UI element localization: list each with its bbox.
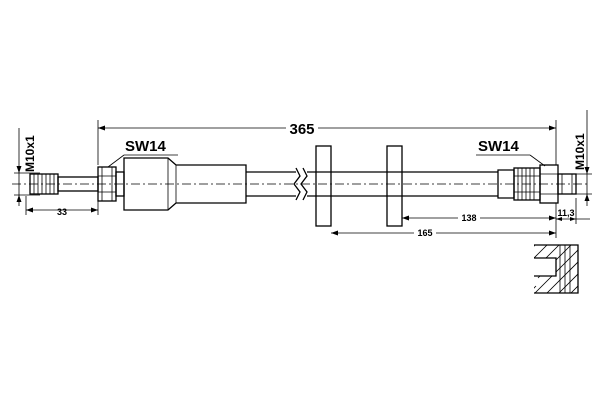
thread-dimension-left: M10x1 <box>14 128 40 206</box>
thread-label-left: M10x1 <box>23 135 37 172</box>
thread-dimension-right: M10x1 <box>562 110 592 206</box>
wrench-size-left: SW14 <box>107 138 178 168</box>
right-end-dimension-label: 11,3 <box>557 208 574 218</box>
overall-length-label: 365 <box>289 121 314 138</box>
bracket-to-end-dimension: 138 <box>402 203 557 238</box>
overall-length-dimension: 365 <box>97 119 557 165</box>
bracket-mount-1 <box>315 145 332 227</box>
wrench-size-right: SW14 <box>476 138 546 167</box>
left-fitting-dimension: 33 <box>25 196 99 217</box>
right-end-dimension: 11,3 <box>556 198 590 224</box>
bracket-span-dimension-label: 165 <box>417 228 432 238</box>
wrench-label-right: SW14 <box>478 138 520 155</box>
right-fitting <box>497 164 577 204</box>
port-detail-section <box>534 244 579 294</box>
bracket-mount-2 <box>386 145 403 227</box>
left-fitting <box>29 157 247 211</box>
thread-label-right: M10x1 <box>573 133 587 170</box>
bracket-to-end-dimension-label: 138 <box>461 213 476 223</box>
bracket-span-dimension: 165 <box>331 226 556 238</box>
left-fitting-dimension-label: 33 <box>57 207 67 217</box>
wrench-label-left: SW14 <box>125 138 167 155</box>
